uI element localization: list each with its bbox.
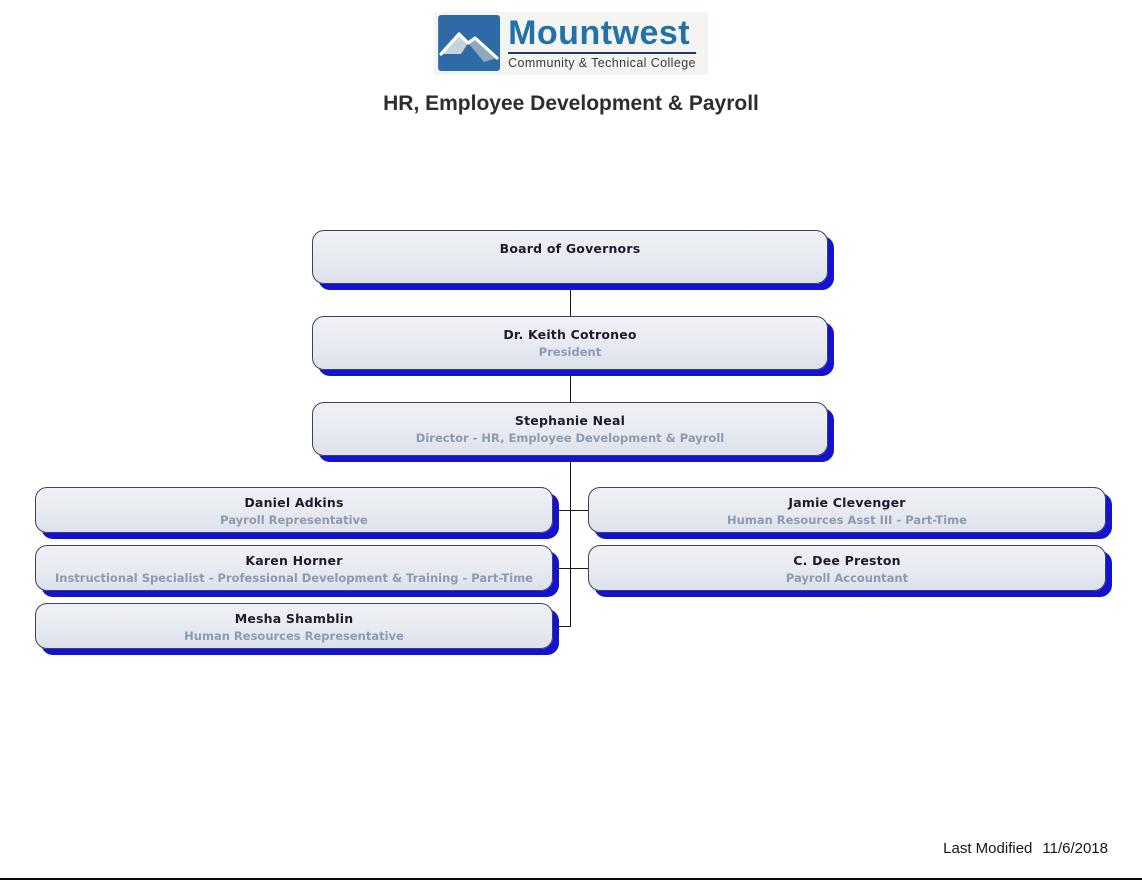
org-node-title: Director - HR, Employee Development & Pa…	[415, 431, 725, 445]
org-node-title: Payroll Representative	[220, 513, 368, 527]
mountwest-logo: Mountwest Community & Technical College	[434, 12, 708, 75]
page-bottom-border	[0, 878, 1142, 880]
last-modified-date: 11/6/2018	[1042, 840, 1108, 857]
connector-trunk	[570, 456, 571, 627]
org-node-mesha-shamblin: Mesha Shamblin Human Resources Represent…	[35, 603, 553, 649]
org-node-c-dee-preston: C. Dee Preston Payroll Accountant	[588, 545, 1106, 591]
mountain-logo-icon	[438, 15, 501, 71]
connector-board-president	[570, 284, 571, 316]
logo-text-block: Mountwest Community & Technical College	[508, 15, 696, 71]
logo-tagline: Community & Technical College	[508, 56, 696, 70]
org-node-title: Instructional Specialist - Professional …	[55, 571, 533, 585]
org-node-board-of-governors: Board of Governors	[312, 230, 828, 284]
org-node-president: Dr. Keith Cotroneo President	[312, 316, 828, 370]
org-node-name: Dr. Keith Cotroneo	[503, 327, 637, 342]
last-modified: Last Modified 11/6/2018	[943, 840, 1108, 857]
org-node-title: Payroll Accountant	[785, 571, 909, 585]
connector-row3	[553, 626, 571, 627]
logo-underline	[508, 52, 696, 54]
connector-row2	[553, 568, 588, 569]
org-node-title: Human Resources Representative	[184, 629, 404, 643]
org-node-name: Stephanie Neal	[514, 413, 626, 428]
connector-row1	[553, 510, 588, 511]
org-node-director: Stephanie Neal Director - HR, Employee D…	[312, 402, 828, 456]
org-node-name: Mesha Shamblin	[234, 611, 354, 626]
org-node-daniel-adkins: Daniel Adkins Payroll Representative	[35, 487, 553, 533]
org-node-name: C. Dee Preston	[793, 553, 901, 568]
org-node-name: Karen Horner	[245, 553, 343, 568]
org-node-jamie-clevenger: Jamie Clevenger Human Resources Asst III…	[588, 487, 1106, 533]
org-node-name: Board of Governors	[499, 241, 641, 256]
org-node-karen-horner: Karen Horner Instructional Specialist - …	[35, 545, 553, 591]
logo-wordmark: Mountwest	[508, 14, 691, 52]
connector-president-director	[570, 370, 571, 402]
last-modified-label: Last Modified	[943, 840, 1033, 857]
page-title: HR, Employee Development & Payroll	[383, 92, 759, 115]
org-node-name: Daniel Adkins	[244, 495, 344, 510]
org-node-title: Human Resources Asst III - Part-Time	[727, 513, 967, 527]
org-node-title: President	[538, 345, 602, 359]
org-node-name: Jamie Clevenger	[788, 495, 906, 510]
